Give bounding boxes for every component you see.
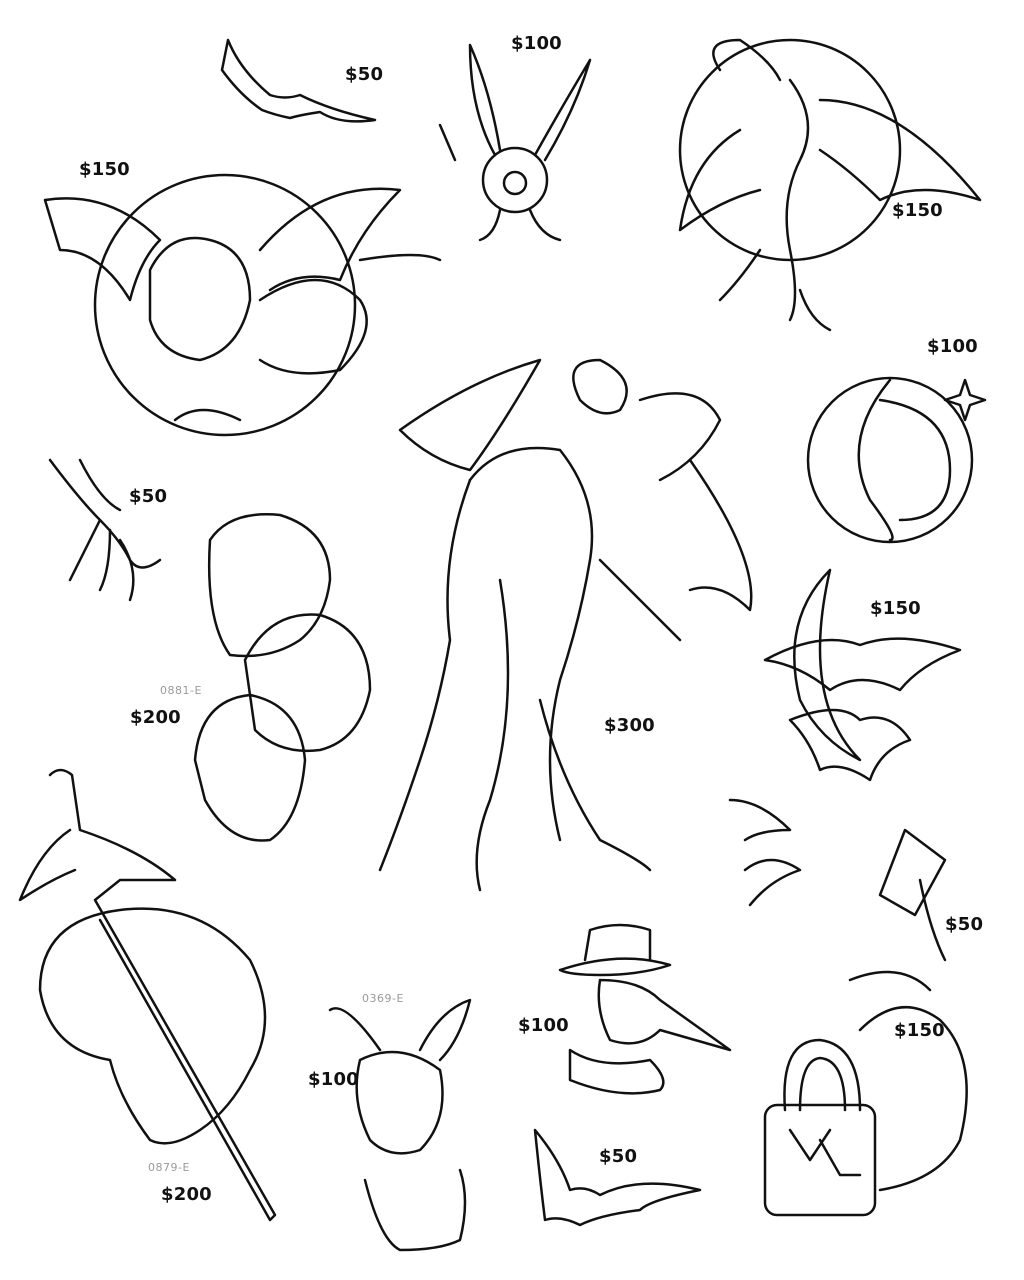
design-code: 0881-E: [160, 684, 202, 697]
bunny-girl-illustration: [328, 998, 472, 1252]
price-label: $300: [604, 715, 655, 736]
razor-blade-illustration: [878, 828, 947, 962]
dagger-skull-illustration: [18, 768, 277, 1222]
claw-illustration: [48, 458, 162, 602]
padlock-illustration: [763, 970, 968, 1217]
horned-demon-illustration: [378, 358, 753, 892]
price-label: $200: [161, 1184, 212, 1205]
price-label: $50: [945, 914, 984, 935]
price-label: $100: [927, 336, 978, 357]
price-label: $50: [129, 486, 168, 507]
design-code: 0879-E: [148, 1161, 190, 1174]
gargoyle-illustration: [43, 173, 442, 437]
price-label: $150: [870, 598, 921, 619]
price-label: $50: [599, 1146, 638, 1167]
price-label: $150: [894, 1020, 945, 1041]
plague-doctor-illustration: [558, 923, 732, 1095]
bat-illustration-bottom: [533, 1128, 702, 1227]
stacked-skulls-illustration: [193, 513, 372, 842]
price-label: $100: [511, 33, 562, 54]
bat-illustration-top: [220, 38, 377, 123]
moon-skull-illustration: [806, 376, 987, 544]
price-label: $100: [518, 1015, 569, 1036]
eyeball-bat-illustration: [438, 43, 592, 242]
goat-demon-illustration: [678, 38, 982, 332]
price-label: $150: [79, 159, 130, 180]
price-label: $50: [345, 64, 384, 85]
price-label: $100: [308, 1069, 359, 1090]
moon-bats-illustration: [728, 568, 962, 907]
price-label: $150: [892, 200, 943, 221]
design-code: 0369-E: [362, 992, 404, 1005]
price-label: $200: [130, 707, 181, 728]
